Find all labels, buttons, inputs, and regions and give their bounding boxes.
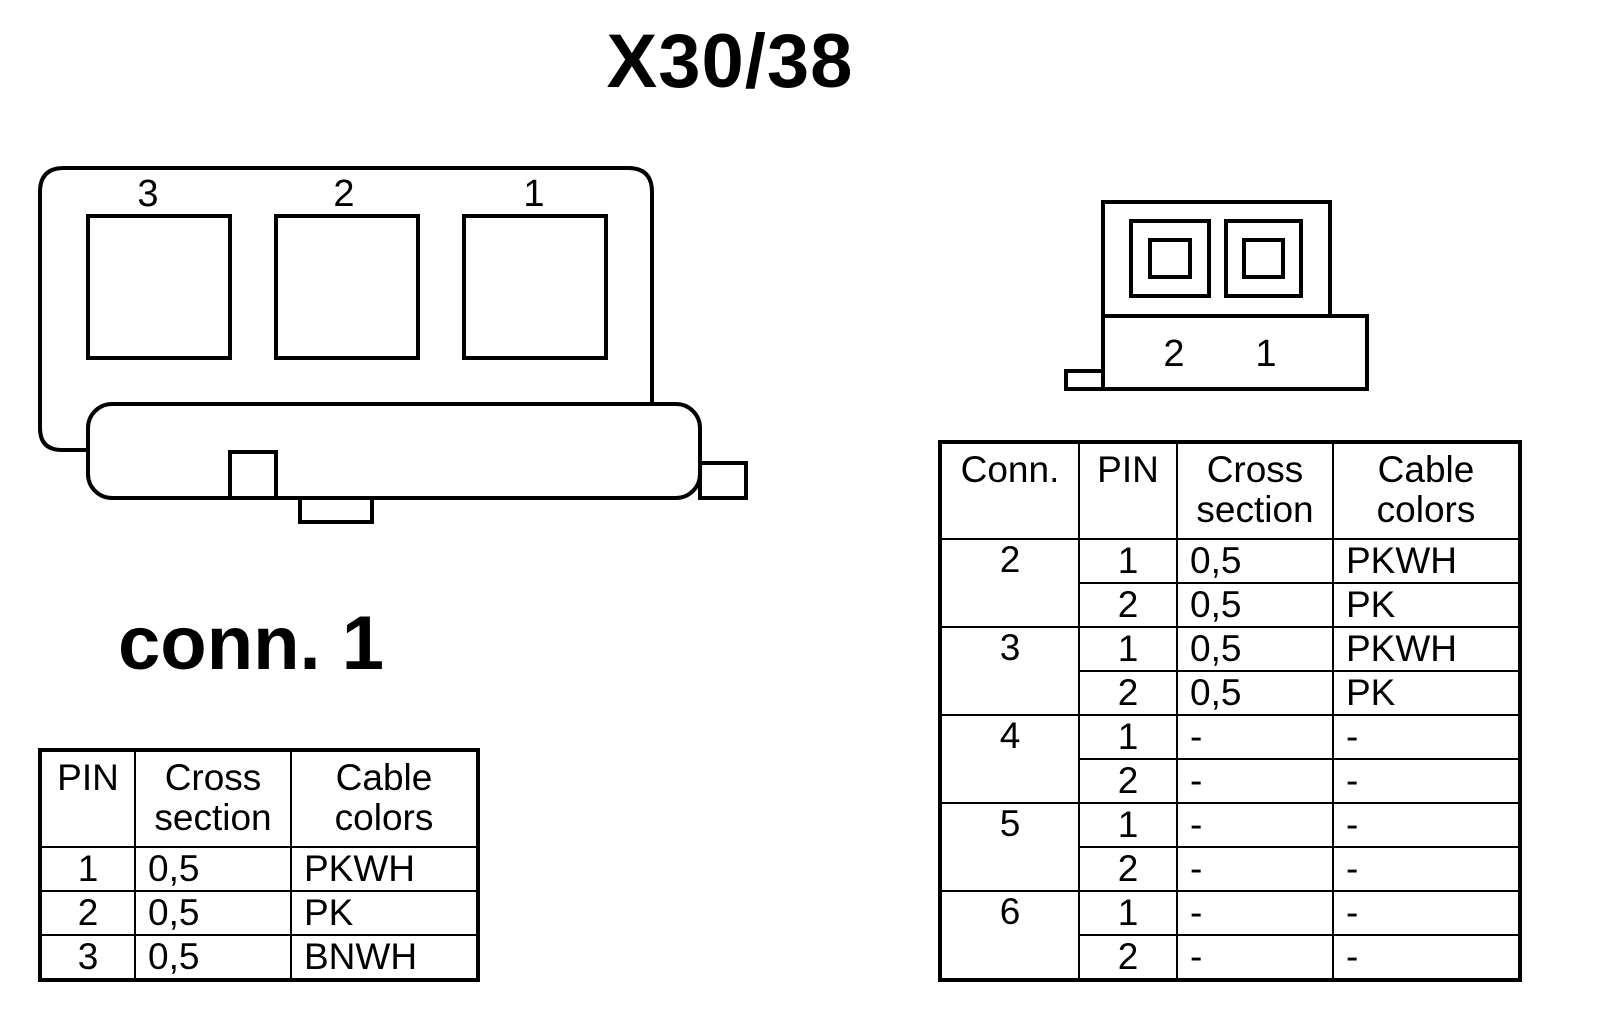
pin-cell: 3 bbox=[39, 934, 136, 981]
conn-cell: 5 bbox=[939, 802, 1080, 892]
pin-socket-2-outer bbox=[1129, 219, 1211, 298]
pin-cell: 2 bbox=[1078, 758, 1178, 804]
cable-color-cell: - bbox=[1332, 802, 1521, 848]
cable-color-cell: BNWH bbox=[290, 934, 479, 981]
cable-color-cell: - bbox=[1332, 758, 1521, 804]
table-row: 5 1 - - bbox=[939, 802, 1521, 892]
pin-number-2: 2 bbox=[333, 173, 354, 215]
cable-color-cell: - bbox=[1332, 846, 1521, 892]
header-cross-section: Cross section bbox=[1176, 441, 1334, 540]
cable-color-cell: - bbox=[1332, 714, 1521, 760]
pin-socket-1-inner bbox=[1242, 238, 1285, 279]
table-row: 2 - - bbox=[940, 846, 1521, 892]
pin-cell: 1 bbox=[1078, 802, 1178, 848]
header-pin: PIN bbox=[1078, 441, 1178, 540]
cross-section-cell: 0,5 bbox=[134, 846, 292, 892]
header-cross-section: Cross section bbox=[134, 749, 292, 848]
table-row: 3 1 0,5 PKWH bbox=[939, 626, 1521, 716]
pin-cavity-1 bbox=[462, 214, 608, 360]
cross-section-cell: 0,5 bbox=[1176, 582, 1334, 628]
header-pin: PIN bbox=[39, 749, 136, 848]
cross-section-cell: - bbox=[1176, 802, 1334, 848]
pin-cell: 1 bbox=[39, 846, 136, 892]
pin-cell: 1 bbox=[1078, 626, 1178, 672]
table-header-row: PIN Cross section Cable colors bbox=[39, 749, 479, 848]
cross-section-cell: - bbox=[1176, 890, 1334, 936]
pin-cavity-2 bbox=[274, 214, 420, 360]
pin-socket-2-inner bbox=[1148, 238, 1192, 279]
table-row: 2 0,5 PK bbox=[940, 582, 1521, 628]
pin-cell: 2 bbox=[1078, 934, 1178, 981]
table-row: 2 1 0,5 PKWH bbox=[939, 538, 1521, 628]
table-row: 4 1 - - bbox=[939, 714, 1521, 804]
conn-cell: 6 bbox=[939, 890, 1080, 981]
pin-cell: 2 bbox=[1078, 670, 1178, 716]
table-row: 1 0,5 PKWH bbox=[39, 846, 479, 892]
pin-cavity-3 bbox=[86, 214, 232, 360]
header-conn: Conn. bbox=[939, 441, 1080, 540]
table-row: 2 0,5 PK bbox=[39, 890, 479, 936]
table-row: 6 1 - - bbox=[939, 890, 1521, 981]
socket-number-1: 1 bbox=[1255, 333, 1276, 375]
cross-section-cell: - bbox=[1176, 934, 1334, 981]
cross-section-cell: - bbox=[1176, 714, 1334, 760]
pin-number-3: 3 bbox=[137, 173, 158, 215]
cable-color-cell: - bbox=[1332, 890, 1521, 936]
table-row: 3 0,5 BNWH bbox=[39, 934, 479, 981]
conn-cell: 2 bbox=[939, 538, 1080, 628]
pin-cell: 2 bbox=[1078, 846, 1178, 892]
cross-section-cell: - bbox=[1176, 846, 1334, 892]
pin-cell: 1 bbox=[1078, 890, 1178, 936]
cable-color-cell: PK bbox=[1332, 582, 1521, 628]
pin-cell: 2 bbox=[1078, 582, 1178, 628]
cable-color-cell: PK bbox=[1332, 670, 1521, 716]
socket-number-2: 2 bbox=[1163, 333, 1184, 375]
cross-section-cell: 0,5 bbox=[1176, 670, 1334, 716]
cross-section-cell: 0,5 bbox=[134, 934, 292, 981]
header-cable-colors: Cable colors bbox=[1332, 441, 1521, 540]
pin-cell: 1 bbox=[1078, 538, 1178, 584]
table-row: 2 - - bbox=[940, 934, 1521, 981]
cable-color-cell: PKWH bbox=[1332, 538, 1521, 584]
connector-1-pin-table: PIN Cross section Cable colors 1 0,5 PKW… bbox=[38, 748, 480, 982]
table-header-row: Conn. PIN Cross section Cable colors bbox=[939, 441, 1521, 540]
table-row: 2 0,5 PK bbox=[940, 670, 1521, 716]
connector-1-label: conn. 1 bbox=[118, 601, 385, 686]
connector-1-drawing bbox=[38, 166, 748, 524]
pin-number-1: 1 bbox=[523, 173, 544, 215]
pin-socket-1-outer bbox=[1224, 219, 1303, 298]
header-cable-colors: Cable colors bbox=[290, 749, 479, 848]
cable-color-cell: - bbox=[1332, 934, 1521, 981]
connector-2-drawing bbox=[1064, 200, 1369, 391]
cross-section-cell: 0,5 bbox=[1176, 538, 1334, 584]
cross-section-cell: - bbox=[1176, 758, 1334, 804]
conn-cell: 3 bbox=[939, 626, 1080, 716]
cable-color-cell: PKWH bbox=[1332, 626, 1521, 672]
cross-section-cell: 0,5 bbox=[134, 890, 292, 936]
conn-cell: 4 bbox=[939, 714, 1080, 804]
cable-color-cell: PK bbox=[290, 890, 479, 936]
pin-cell: 1 bbox=[1078, 714, 1178, 760]
connector-2-6-pin-table: Conn. PIN Cross section Cable colors 2 1… bbox=[938, 440, 1522, 982]
table-row: 2 - - bbox=[940, 758, 1521, 804]
cross-section-cell: 0,5 bbox=[1176, 626, 1334, 672]
diagram-title: X30/38 bbox=[606, 19, 854, 104]
cable-color-cell: PKWH bbox=[290, 846, 479, 892]
pin-cell: 2 bbox=[39, 890, 136, 936]
